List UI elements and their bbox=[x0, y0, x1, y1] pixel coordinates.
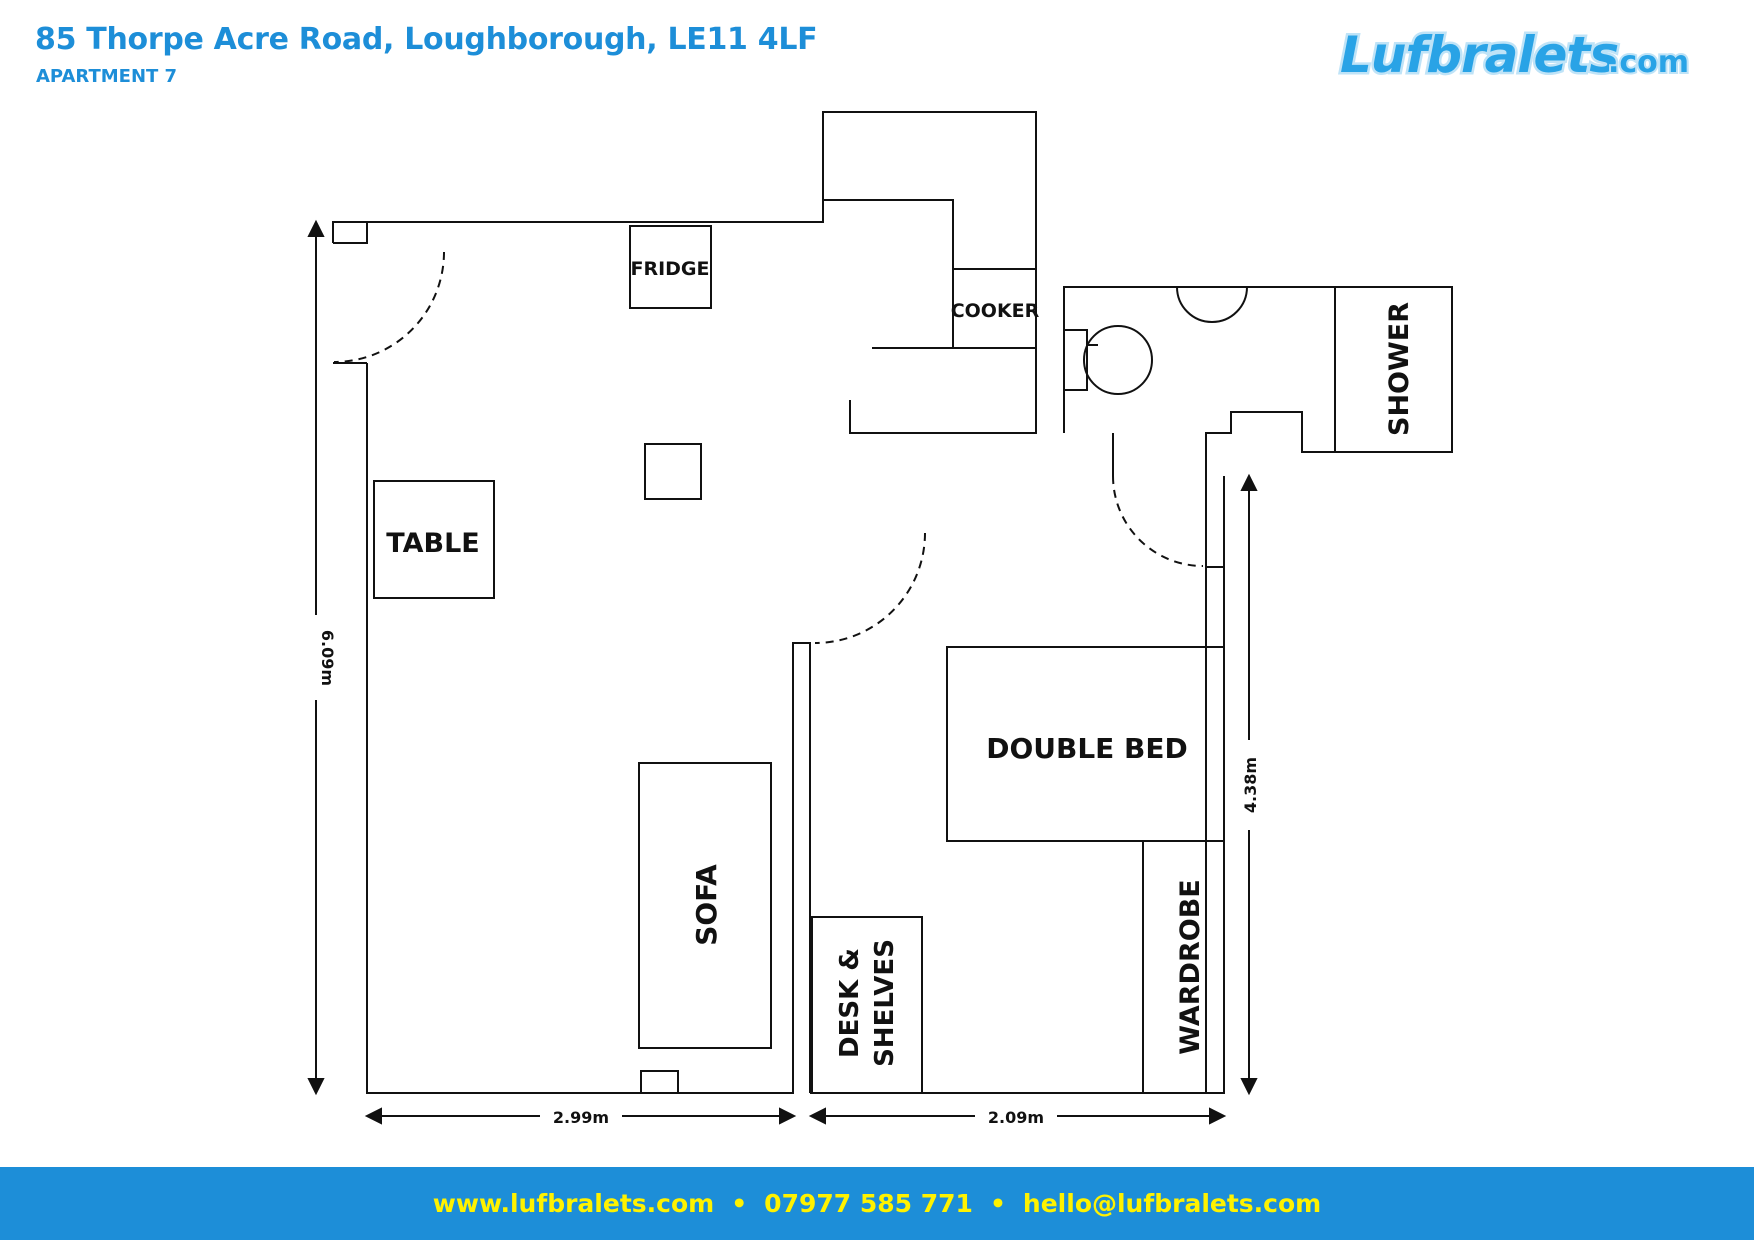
apartment-label: APARTMENT 7 bbox=[36, 66, 178, 87]
wall-kitchen-inner bbox=[823, 199, 954, 349]
website-link[interactable]: www.lufbralets.com bbox=[432, 1189, 715, 1218]
footer-separator: • bbox=[989, 1189, 1006, 1218]
logo-suffix: .com bbox=[1608, 45, 1689, 80]
table-unit bbox=[373, 480, 495, 599]
vent bbox=[640, 1070, 679, 1094]
desk-label-line2: SHELVES bbox=[870, 939, 900, 1067]
arrow-right bbox=[779, 1107, 797, 1125]
contact-footer: www.lufbralets.com • 07977 585 771 • hel… bbox=[0, 1167, 1754, 1240]
double-bed-unit bbox=[946, 646, 1225, 842]
arrow-left-2 bbox=[808, 1107, 826, 1125]
email-link[interactable]: hello@lufbralets.com bbox=[1022, 1189, 1322, 1218]
dim-right-height-label: 4.38m bbox=[1241, 757, 1260, 813]
arrow-down bbox=[307, 1078, 325, 1096]
pillar bbox=[644, 443, 702, 500]
sofa-label: SOFA bbox=[690, 864, 723, 946]
logo-text: Lufbralets bbox=[1340, 26, 1618, 84]
arrow-right-2 bbox=[1209, 1107, 1227, 1125]
footer-separator: • bbox=[731, 1189, 748, 1218]
arrow-up bbox=[307, 219, 325, 237]
toilet-cistern bbox=[1064, 329, 1088, 391]
wall-bathroom-lower bbox=[1205, 411, 1335, 476]
dim-left-height-label: 6.09m bbox=[318, 630, 337, 686]
cooker-label: COOKER bbox=[951, 300, 1040, 322]
table-label: TABLE bbox=[386, 528, 479, 559]
wall-living-top bbox=[332, 111, 1037, 434]
wardrobe-label: WARDROBE bbox=[1175, 879, 1206, 1054]
arrow-down-2 bbox=[1240, 1078, 1258, 1096]
desk-label-line1: DESK & bbox=[835, 948, 865, 1058]
sofa-unit bbox=[638, 762, 772, 1049]
wall-living-main bbox=[366, 363, 811, 1094]
property-address: 85 Thorpe Acre Road, Loughborough, LE11 … bbox=[35, 22, 818, 57]
dim-left-width-label: 2.99m bbox=[553, 1108, 609, 1127]
walls bbox=[332, 111, 1453, 1094]
double-bed-label: DOUBLE BED bbox=[986, 732, 1188, 765]
bedroom-door-swing bbox=[814, 532, 926, 644]
phone-link[interactable]: 07977 585 771 bbox=[764, 1189, 973, 1218]
dimension-lines bbox=[307, 219, 1258, 1125]
entrance-door-swing bbox=[333, 251, 445, 363]
fridge-label: FRIDGE bbox=[630, 258, 709, 280]
wardrobe-unit bbox=[1142, 840, 1225, 1094]
shower-label: SHOWER bbox=[1384, 302, 1415, 436]
arrow-up-2 bbox=[1240, 473, 1258, 491]
bathroom-door-swing bbox=[1112, 475, 1204, 567]
cooker-unit bbox=[952, 268, 1037, 349]
floor-plan: FRIDGE COOKER TABLE DOUBLE BED SOFA WARD… bbox=[307, 111, 1453, 1127]
desk-unit bbox=[811, 916, 923, 1094]
labels: FRIDGE COOKER TABLE DOUBLE BED SOFA WARD… bbox=[318, 258, 1415, 1127]
dim-right-width-label: 2.09m bbox=[988, 1108, 1044, 1127]
fridge-unit bbox=[629, 225, 712, 309]
lufbralets-logo[interactable]: Lufbralets .com bbox=[1336, 20, 1716, 90]
sink bbox=[1176, 286, 1248, 323]
wall-bedroom-door bbox=[1205, 476, 1225, 568]
wall-door-stub-top bbox=[333, 222, 368, 244]
toilet-bowl bbox=[1083, 325, 1153, 395]
arrow-left bbox=[364, 1107, 382, 1125]
door-swings bbox=[333, 251, 1204, 644]
